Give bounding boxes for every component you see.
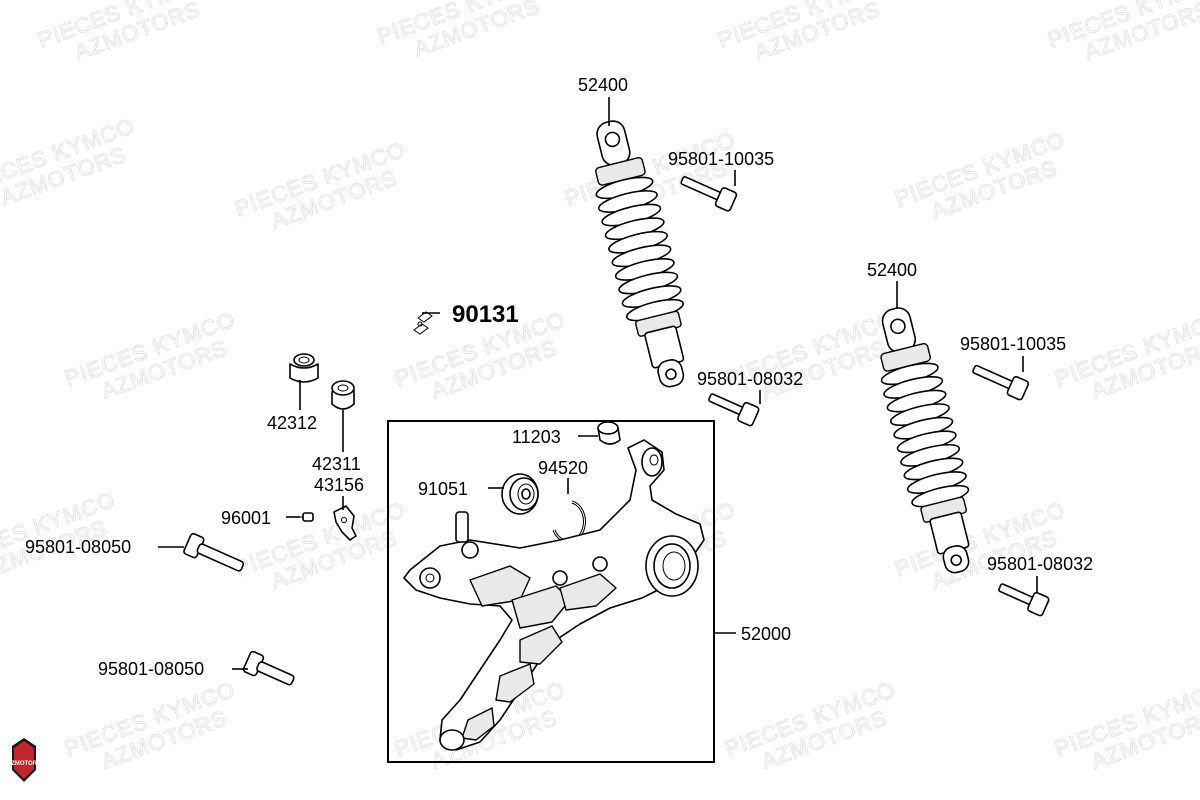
label-collar-42312: 42312: [267, 413, 317, 433]
clip-90131: [413, 311, 433, 335]
label-bolt-upper-right: 95801-10035: [960, 334, 1066, 354]
bolt-lower-right: [998, 583, 1050, 617]
leader-lines: [158, 97, 1038, 670]
shock-absorber-left: [595, 120, 685, 388]
label-clip: 90131: [452, 301, 519, 328]
collar-42311: [331, 380, 355, 410]
label-circlip: 94520: [538, 458, 588, 478]
label-bolt-lower-right: 95801-08032: [987, 554, 1093, 574]
swing-arm-52000: [403, 439, 705, 751]
spring-coils: [880, 362, 970, 508]
azmotors-logo: AZMOTORS: [7, 738, 41, 782]
label-bolt-lower-left: 95801-08032: [697, 369, 803, 389]
label-collar-42311: 42311: [312, 454, 361, 474]
label-shock-right: 52400: [867, 260, 917, 280]
plate-43156: [333, 505, 357, 541]
label-axle-bolt-upper: 95801-08050: [25, 537, 131, 557]
label-screw-96001: 96001: [221, 508, 271, 528]
bolt-lower-left: [708, 393, 760, 427]
swing-arm-box: [387, 420, 715, 763]
logo-text: AZMOTORS: [7, 761, 41, 767]
label-bearing: 91051: [418, 479, 468, 499]
bushing-11203: [597, 421, 621, 445]
label-plate-43156: 43156: [314, 475, 364, 495]
bolt-upper-right: [972, 364, 1030, 401]
label-axle-bolt-lower: 95801-08050: [98, 659, 204, 679]
screw-96001: [298, 512, 314, 522]
collar-42312: [289, 353, 319, 383]
axle-bolt-upper: [183, 532, 245, 572]
spring-coils: [595, 176, 685, 322]
label-bolt-upper-left: 95801-10035: [668, 149, 774, 169]
label-shock-left: 52400: [578, 75, 628, 95]
part-labels: 52400 95801-10035 52400 95801-10035 9580…: [25, 75, 1093, 679]
label-bushing: 11203: [512, 427, 561, 447]
axle-bolt-lower: [242, 650, 295, 686]
bolt-upper-left: [680, 176, 738, 212]
shock-absorber-right: [880, 307, 970, 574]
label-swing-arm: 52000: [741, 624, 791, 644]
bearing-91051: [501, 473, 539, 515]
